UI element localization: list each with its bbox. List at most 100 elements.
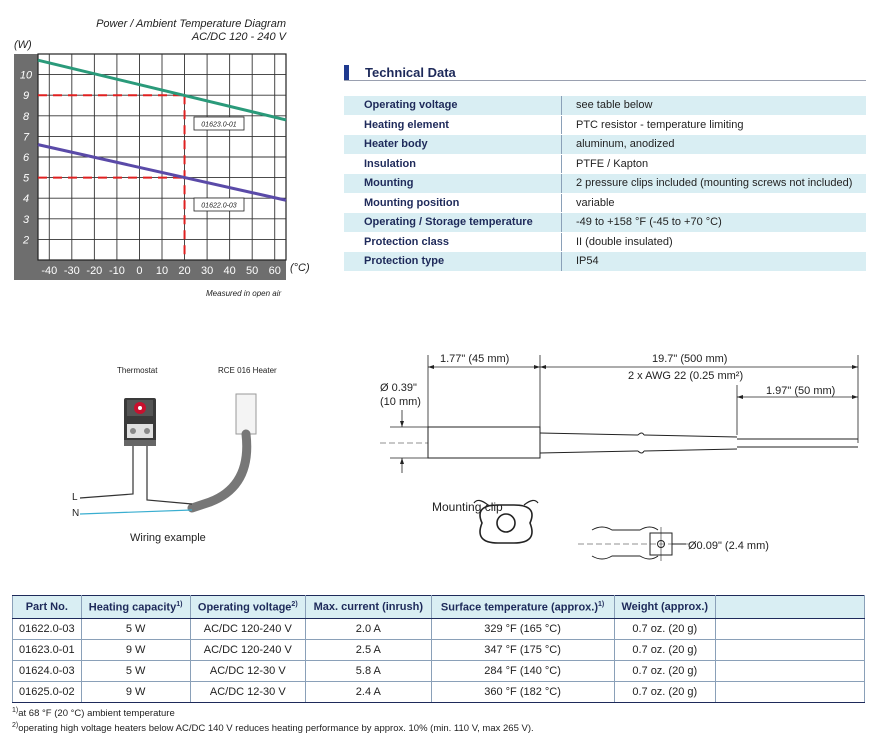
tech-value: PTFE / Kapton: [561, 154, 866, 174]
tech-key: Heating element: [344, 115, 562, 135]
table-cell: 284 °F (140 °C): [430, 660, 615, 682]
heater-device: [187, 393, 257, 513]
x-tick-label: 0: [136, 265, 142, 277]
table-cell: 0.7 oz. (20 g): [613, 681, 717, 703]
table-cell: 2.5 A: [304, 639, 432, 661]
heater-label: RCE 016 Heater: [218, 366, 277, 375]
parts-header-cell: Weight (approx.): [613, 595, 717, 619]
table-cell: AC/DC 120-240 V: [189, 618, 306, 640]
footnote-2: 2)operating high voltage heaters below A…: [12, 722, 534, 734]
footnote-ref: 1): [176, 600, 183, 608]
footnote-ref: 2): [291, 600, 298, 608]
series-label-box: [193, 197, 245, 212]
dim-diameter-mm: (10 mm): [380, 396, 421, 408]
tech-value: PTC resistor - temperature limiting: [561, 115, 866, 135]
heater-body-outline: [380, 426, 858, 459]
x-axis-band: [14, 260, 286, 280]
x-tick-label: -30: [64, 265, 80, 277]
footnote-1-mark: 1): [12, 707, 19, 714]
section-divider: [344, 80, 866, 81]
series-label: 01623.0-01: [201, 122, 237, 129]
table-cell: 5.8 A: [304, 660, 432, 682]
parts-header-label: Weight (approx.): [621, 601, 709, 613]
thermostat-label: Thermostat: [117, 366, 158, 375]
tech-key: Operating voltage: [344, 96, 562, 116]
wiring-diagram: [79, 393, 257, 515]
y-tick-label: 9: [23, 90, 29, 102]
technical-data-title: Technical Data: [365, 65, 456, 80]
chart-note: Measured in open air: [206, 289, 282, 298]
table-cell: 329 °F (165 °C): [430, 618, 615, 640]
table-cell-empty: [715, 660, 865, 682]
wiring-caption: Wiring example: [130, 532, 206, 544]
series-line: [37, 58, 287, 122]
line-L-label: L: [72, 492, 78, 503]
parts-header-label: Heating capacity: [88, 601, 177, 614]
y-tick-label: 6: [23, 152, 30, 164]
y-tick-label: 2: [22, 234, 29, 246]
table-cell: 360 °F (182 °C): [430, 681, 615, 703]
chart-title: Power / Ambient Temperature Diagram AC/D…: [60, 18, 286, 44]
footnote-1-text: at 68 °F (20 °C) ambient temperature: [18, 708, 175, 720]
tech-key: Operating / Storage temperature: [344, 212, 562, 233]
tech-row: Operating / Storage temperature-49 to +1…: [344, 212, 866, 233]
tech-value: -49 to +158 °F (-45 to +70 °C): [561, 212, 866, 233]
x-tick-label: -20: [86, 265, 102, 277]
dim-wire-end: 1.97" (50 mm): [766, 385, 836, 397]
tech-key: Mounting: [344, 173, 562, 194]
tech-key: Insulation: [344, 154, 562, 174]
x-tick-label: -10: [109, 265, 125, 277]
table-cell-empty: [715, 681, 865, 703]
table-cell-empty: [715, 618, 865, 640]
parts-header-label: Operating voltage: [197, 601, 292, 614]
footnote-2-text: operating high voltage heaters below AC/…: [18, 723, 534, 735]
y-tick-label: 5: [23, 173, 30, 185]
x-tick-label: 20: [178, 265, 190, 277]
table-cell: 01624.0-03: [12, 660, 82, 682]
thermostat-device: [124, 398, 156, 446]
dim-diameter-in: Ø 0.39": [380, 382, 417, 394]
table-cell: 2.0 A: [304, 618, 432, 640]
footnote-2-mark: 2): [12, 722, 19, 729]
y-axis-band: [14, 54, 38, 280]
dim-hole: Ø0.09" (2.4 mm): [688, 540, 769, 552]
parts-table-header: Part No.Heating capacity1)Operating volt…: [12, 595, 865, 619]
parts-header-empty: [715, 595, 865, 619]
tech-value: II (double insulated): [561, 232, 866, 252]
series-line: [37, 143, 287, 202]
x-tick-label: 30: [201, 265, 213, 277]
table-cell: AC/DC 12-30 V: [189, 660, 306, 682]
table-cell: 2.4 A: [304, 681, 432, 703]
table-cell: 5 W: [80, 660, 191, 682]
tech-value: variable: [561, 193, 866, 213]
table-cell: 0.7 oz. (20 g): [613, 618, 717, 640]
parts-header-cell: Part No.: [12, 595, 82, 619]
parts-header-cell: Operating voltage2): [189, 595, 306, 619]
parts-header-cell: Surface temperature (approx.)1): [430, 595, 615, 619]
dim-body-length: 1.77" (45 mm): [440, 353, 510, 365]
y-tick-label: 7: [23, 131, 30, 143]
x-axis-unit: (°C): [290, 262, 310, 274]
footnote-1: 1)at 68 °F (20 °C) ambient temperature: [12, 707, 175, 719]
chart-title-line1: Power / Ambient Temperature Diagram: [96, 18, 286, 30]
dim-total-length: 19.7" (500 mm): [652, 353, 728, 365]
tech-value: IP54: [561, 251, 866, 272]
parts-header-label: Part No.: [25, 601, 68, 613]
table-cell: 9 W: [80, 681, 191, 703]
footnote-ref: 1): [598, 600, 605, 608]
y-tick-label: 8: [23, 111, 30, 123]
table-cell-empty: [715, 639, 865, 661]
tech-key: Protection class: [344, 232, 562, 252]
parts-header-cell: Heating capacity1): [80, 595, 191, 619]
